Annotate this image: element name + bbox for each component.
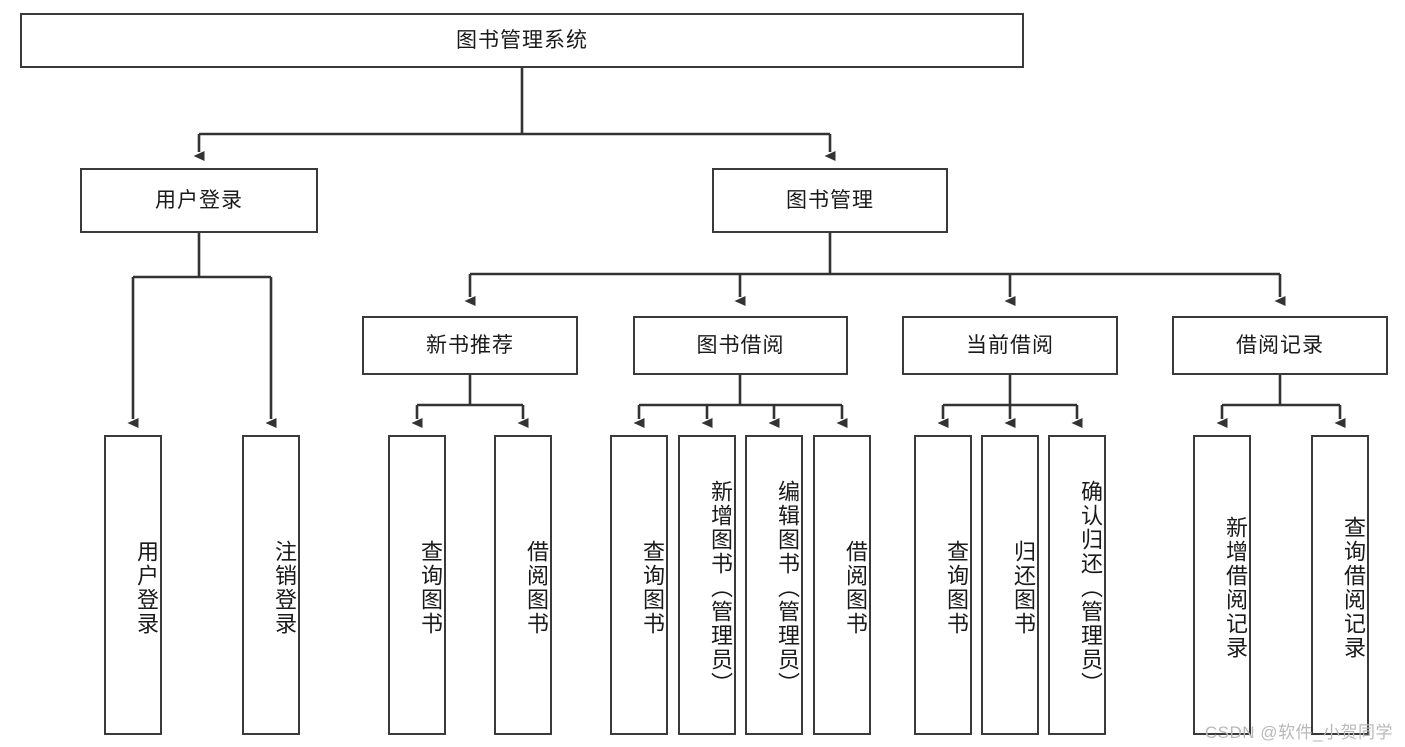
leaf-borrow-book-2[interactable]: 借阅图书 (813, 435, 871, 735)
node-book-borrow[interactable]: 图书借阅 (633, 316, 848, 375)
leaf-add-record[interactable]: 新增借阅记录 (1193, 435, 1251, 735)
node-current-borrow[interactable]: 当前借阅 (902, 316, 1118, 375)
leaf-user-login-label: 用户登录 (134, 540, 159, 636)
node-current-borrow-label: 当前借阅 (966, 333, 1054, 357)
leaf-query-book-2[interactable]: 查询图书 (610, 435, 668, 735)
node-new-book-rec-label: 新书推荐 (426, 333, 514, 357)
node-root[interactable]: 图书管理系统 (20, 13, 1024, 68)
leaf-query-record-label: 查询借阅记录 (1341, 516, 1366, 660)
leaf-logout-login-label: 注销登录 (272, 540, 297, 636)
leaf-return-book[interactable]: 归还图书 (981, 435, 1039, 735)
leaf-query-book-1-label: 查询图书 (418, 540, 443, 636)
leaf-logout-login[interactable]: 注销登录 (242, 435, 300, 735)
node-book-manage-label: 图书管理 (786, 188, 874, 212)
leaf-borrow-book-1[interactable]: 借阅图书 (494, 435, 552, 735)
node-book-borrow-label: 图书借阅 (696, 333, 785, 357)
leaf-user-login[interactable]: 用户登录 (104, 435, 162, 735)
leaf-add-record-label: 新增借阅记录 (1223, 516, 1248, 660)
leaf-query-book-1[interactable]: 查询图书 (388, 435, 446, 735)
node-user-login[interactable]: 用户登录 (80, 168, 318, 233)
node-borrow-record-label: 借阅记录 (1236, 333, 1324, 357)
node-book-manage[interactable]: 图书管理 (712, 168, 948, 233)
node-root-label: 图书管理系统 (456, 28, 588, 52)
leaf-add-book[interactable]: 新增图书（管理员） (678, 435, 736, 735)
leaf-query-book-3-label: 查询图书 (944, 540, 969, 636)
node-borrow-record[interactable]: 借阅记录 (1172, 316, 1388, 375)
node-user-login-label: 用户登录 (155, 188, 243, 212)
leaf-query-record[interactable]: 查询借阅记录 (1311, 435, 1369, 735)
leaf-query-book-3[interactable]: 查询图书 (914, 435, 972, 735)
leaf-borrow-book-2-label: 借阅图书 (843, 540, 868, 636)
csdn-watermark: CSDN @软件_小贺同学 (1204, 723, 1393, 742)
leaf-edit-book-label: 编辑图书（管理员） (775, 480, 800, 696)
leaf-edit-book[interactable]: 编辑图书（管理员） (745, 435, 803, 735)
leaf-return-book-label: 归还图书 (1011, 540, 1036, 636)
leaf-confirm-return-label: 确认归还（管理员） (1078, 480, 1103, 696)
leaf-borrow-book-1-label: 借阅图书 (524, 540, 549, 636)
leaf-confirm-return[interactable]: 确认归还（管理员） (1048, 435, 1106, 735)
leaf-query-book-2-label: 查询图书 (640, 540, 665, 636)
leaf-add-book-label: 新增图书（管理员） (708, 480, 733, 696)
node-new-book-rec[interactable]: 新书推荐 (362, 316, 578, 375)
